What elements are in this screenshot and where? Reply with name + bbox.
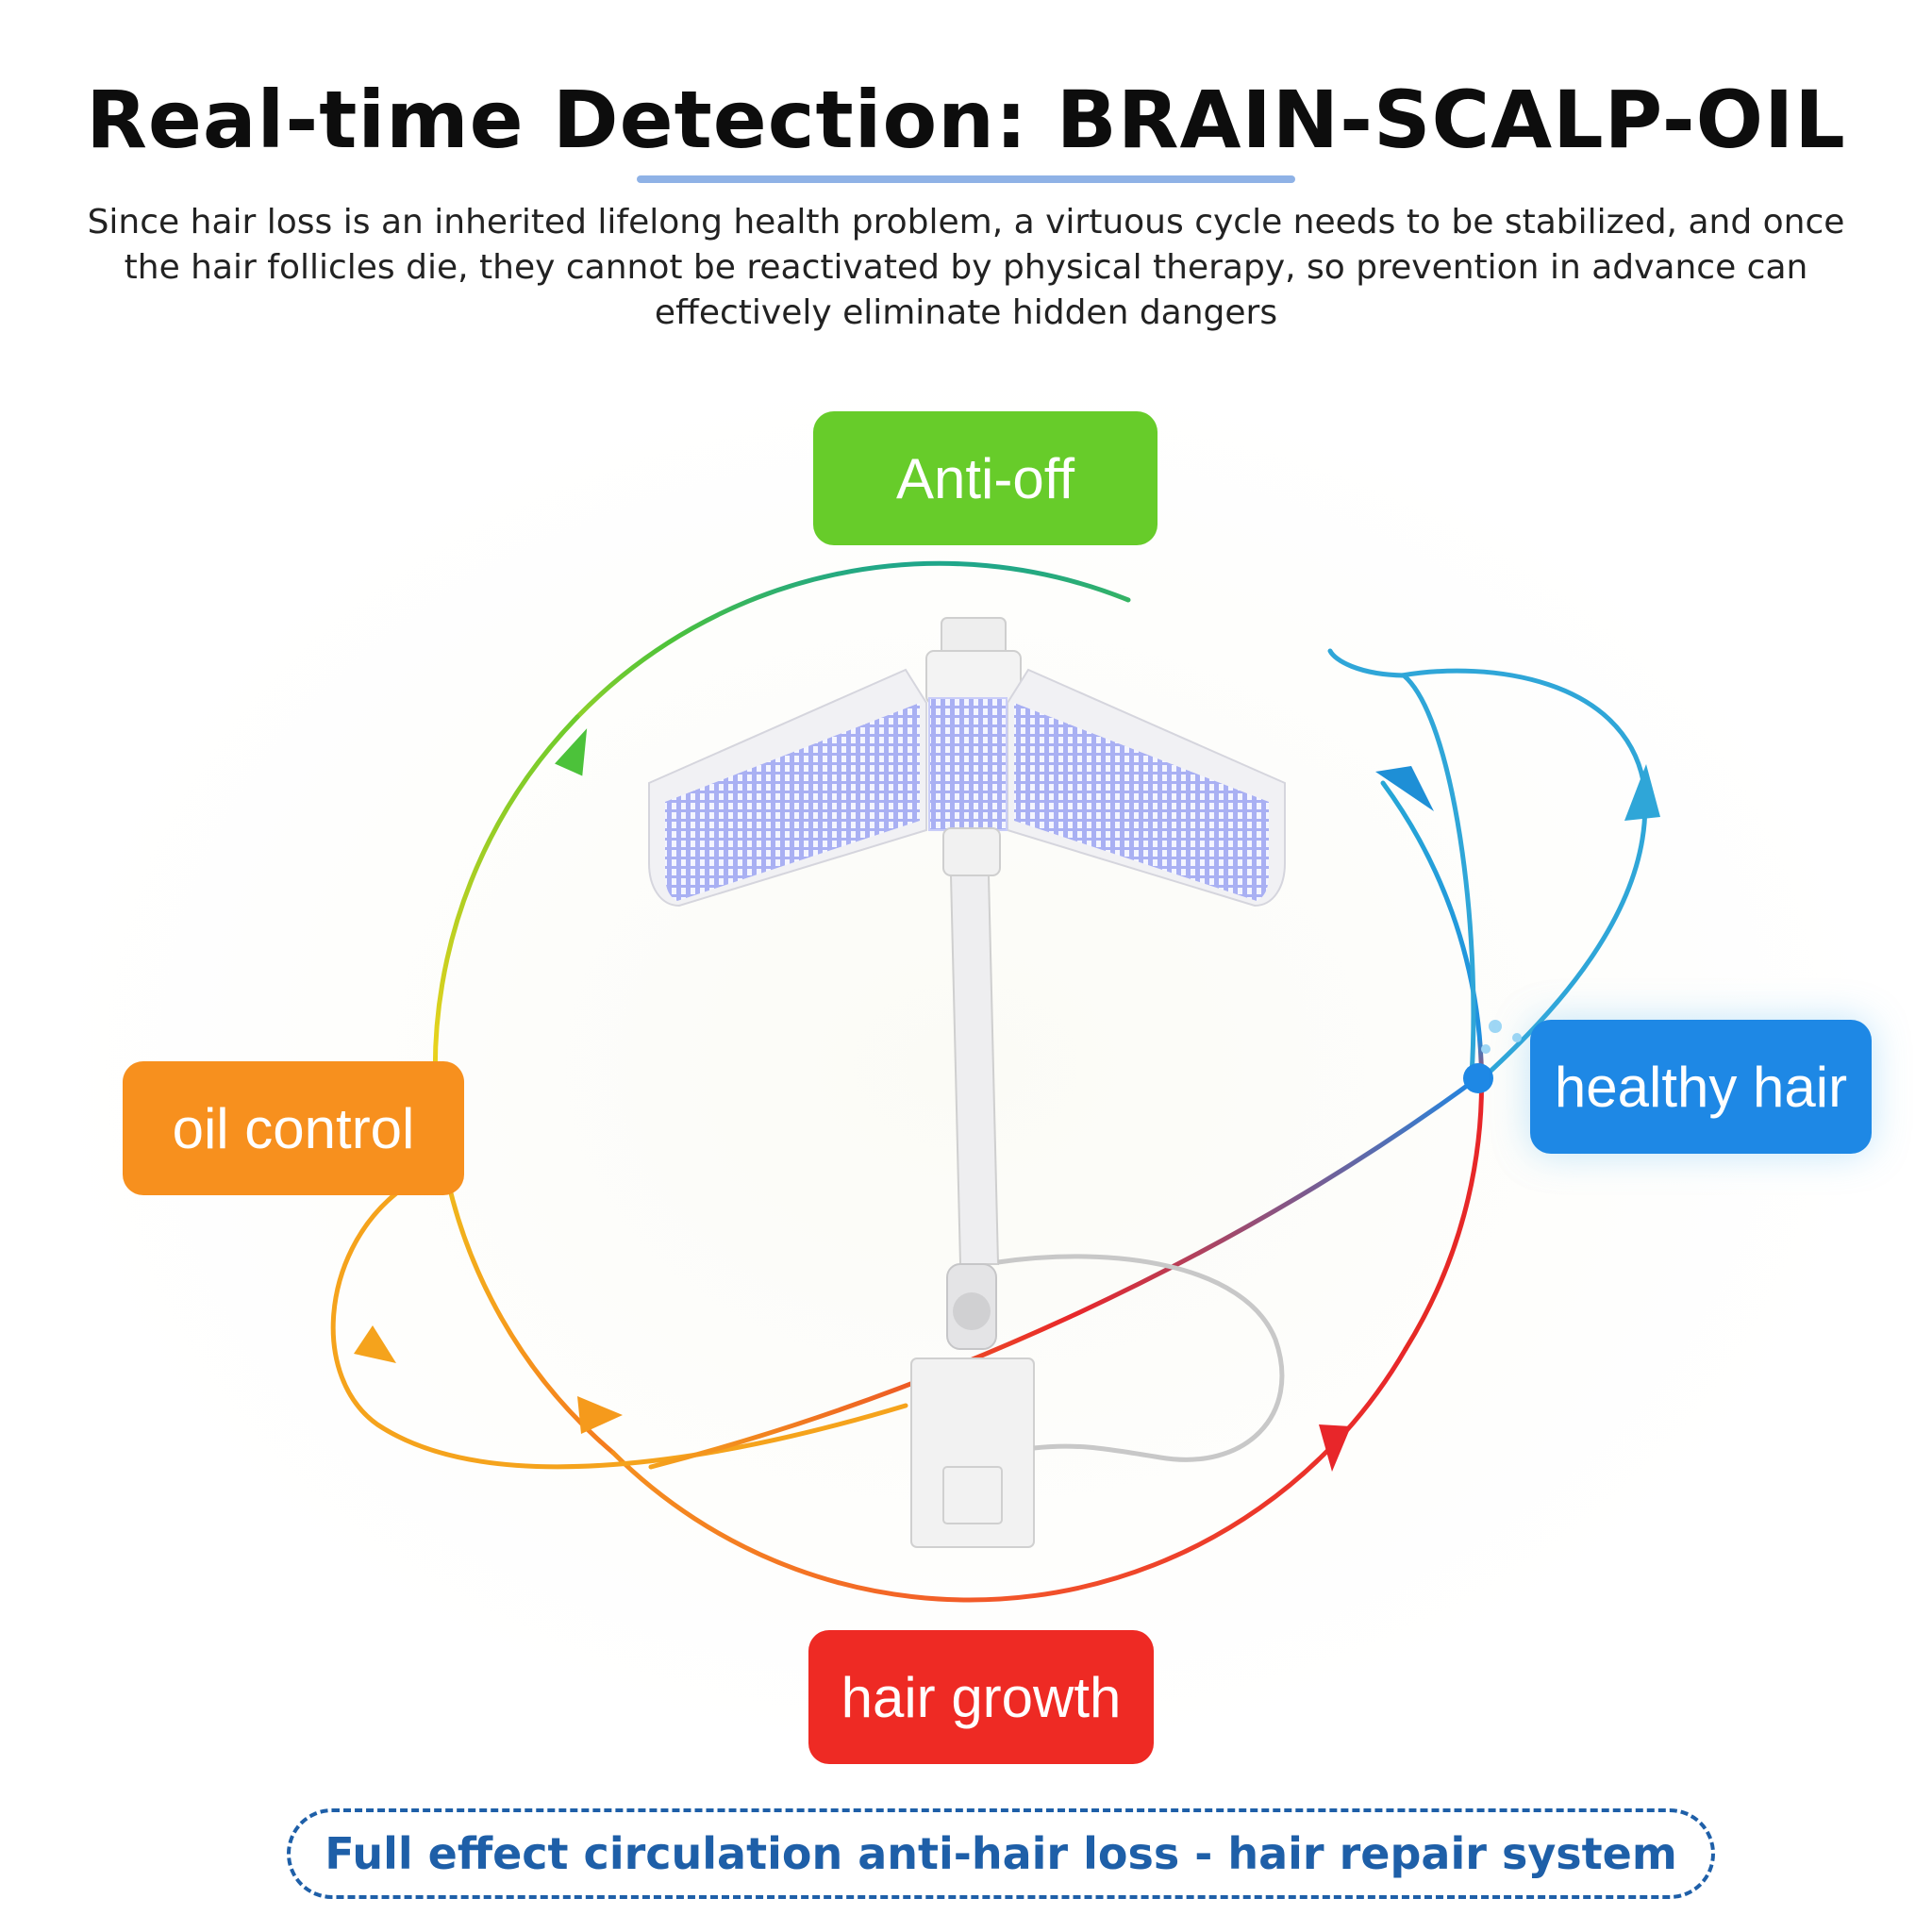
label-oil-control: oil control [123, 1061, 464, 1195]
title-underline [637, 175, 1295, 183]
label-healthy-hair: healthy hair [1530, 1020, 1872, 1154]
diagonal-line [648, 1073, 1484, 1470]
arrow-blue-right [1624, 764, 1660, 821]
arrow-green [555, 728, 588, 776]
arrow-blue-left [1375, 766, 1434, 811]
arrow-orange-left [354, 1325, 396, 1363]
arrow-red [1319, 1424, 1351, 1472]
label-hair-growth: hair growth [808, 1630, 1154, 1764]
swirl-orange [330, 1191, 908, 1470]
swirl-blue [1327, 648, 1476, 1078]
arrow-orange-bottom [577, 1396, 623, 1434]
led-panel-device-image [648, 617, 1286, 1548]
footer-banner: Full effect circulation anti-hair loss -… [287, 1808, 1715, 1899]
water-splash-icon [1463, 1020, 1522, 1093]
label-anti-off: Anti-off [813, 411, 1158, 545]
ring-arc-green [575, 560, 1131, 720]
ring-arc-right [1380, 780, 1485, 1352]
intro-paragraph: Since hair loss is an inherited lifelong… [87, 203, 1845, 332]
ring-arc-bottom [610, 1346, 1408, 1603]
page-title: Real-time Detection: BRAIN-SCALP-OIL [86, 74, 1846, 166]
